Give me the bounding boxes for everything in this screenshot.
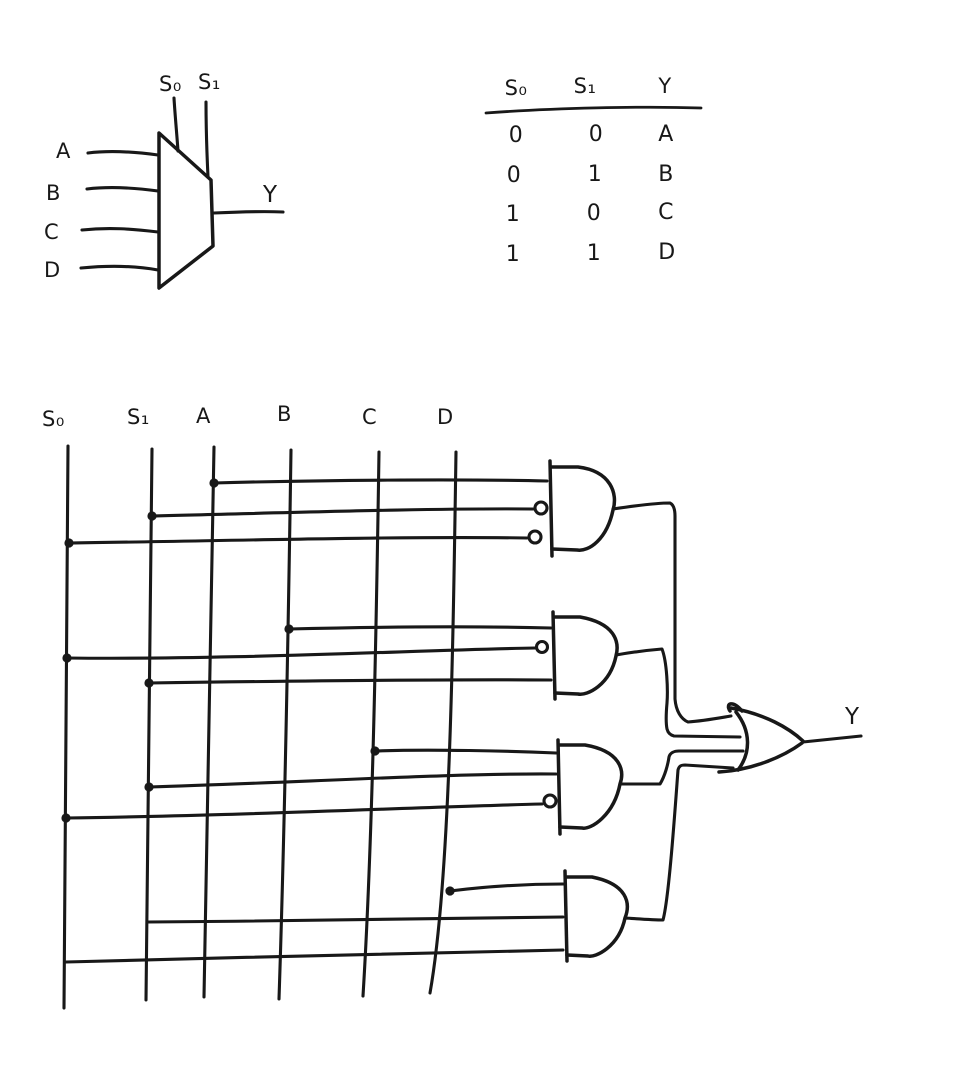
cell-r1-s0: 0 [507,163,522,188]
junction-dot [144,782,154,792]
wire-gate3-input-s0 [64,802,544,820]
gate-schematic: S₀ S₁ A B C D [42,402,863,1010]
wire-gate1-input-s0 [67,535,529,545]
mux-trapezoid [157,131,215,290]
mux-select1-label: S₁ [198,70,221,94]
cell-r3-s0: 1 [506,242,521,267]
column-label-c: C [362,405,377,429]
cell-r3-y: D [658,240,675,265]
column-label-s1: S₁ [127,405,150,429]
column-label-a: A [196,404,211,428]
truth-table: S₀ S₁ Y 0 0 A 0 1 B 1 0 C 1 1 D [484,74,703,267]
or-gate-bottom-edge [717,741,804,774]
inverter-bubble-gate1-s1 [533,500,549,516]
inverter-bubble-gate3-s0 [542,793,558,809]
and-gate-2-body [553,615,619,696]
mux-input-b-line [85,185,160,193]
mux-select0-label: S₀ [159,72,182,96]
bus-line-s1 [144,447,154,1002]
bus-line-d [428,450,458,995]
wire-gate1-to-or [611,501,733,724]
wire-gate1-input-s1 [150,507,535,518]
and-gate-1-body [550,465,617,552]
mux-input-a-line [86,149,160,157]
truth-table-header-s1: S₁ [574,74,597,98]
column-label-b: B [277,402,292,426]
cell-r0-s0: 0 [509,123,524,148]
wire-or-output [801,734,863,744]
mux-symbol: S₀ S₁ A B C D Y [44,70,285,290]
wire-gate3-input-s1 [147,772,558,789]
schematic-output-label: Y [844,704,860,730]
cell-r2-y: C [658,200,674,225]
or-gate-top-edge [729,706,805,743]
truth-table-row: 0 0 A [509,122,674,148]
and-gate-4-body [565,875,630,958]
mux-input-a-label: A [56,139,71,163]
and-gate-3-edge [556,738,562,836]
column-label-s0: S₀ [42,407,65,431]
junction-dot [284,624,294,634]
mux-select1-line [204,100,210,179]
cell-r1-s1: 1 [588,162,603,187]
wire-gate2-to-or [614,647,742,739]
cell-r1-y: B [658,162,674,187]
wire-gate2-input-b [287,625,553,631]
mux-output-label: Y [262,182,278,208]
and-gate-1-edge [548,459,554,558]
wire-gate3-to-or [618,749,745,786]
truth-table-header-s0: S₀ [505,76,528,100]
mux-input-c-label: C [44,220,59,244]
bus-line-c [361,450,381,998]
wire-gate1-input-a [212,478,549,485]
or-gate-back-arc [734,710,750,772]
wire-gate4-input-s1 [146,915,565,924]
inverter-bubble-gate1-s0 [527,529,543,545]
or-gate [717,702,805,774]
cell-r2-s1: 0 [587,201,602,226]
cell-r0-y: A [658,122,674,147]
mux-input-b-label: B [46,181,61,205]
mux-select0-line [172,96,180,153]
wire-gate4-to-or [623,763,735,922]
truth-table-row: 0 1 B [507,162,674,188]
mux-input-d-label: D [44,258,61,282]
bus-line-b [277,448,293,1001]
truth-table-row: 1 1 D [506,240,675,267]
mux-input-c-line [80,226,160,234]
mux-input-d-line [79,264,160,272]
junction-dot [61,813,71,823]
and-gate-4-edge [563,869,569,963]
wire-gate3-input-c [373,748,558,755]
cell-r3-s1: 1 [587,241,602,266]
junction-dot [62,653,72,663]
junction-dot [209,478,219,488]
truth-table-header-y: Y [657,74,671,98]
junction-dot [147,511,157,521]
wire-gate2-input-s1 [147,678,553,685]
wire-gate4-input-d [448,882,565,893]
junction-dot [144,678,154,688]
truth-table-header-rule [484,105,703,115]
cell-r2-s0: 1 [506,202,521,227]
cell-r0-s1: 0 [589,122,604,147]
bus-line-s0 [62,444,70,1010]
junction-dot [64,538,74,548]
truth-table-row: 1 0 C [506,200,674,227]
junction-dot [370,746,380,756]
and-gate-3-body [558,743,624,830]
column-label-d: D [437,405,454,429]
wire-gate4-input-s0 [64,948,565,964]
inverter-bubble-gate2-s0 [534,639,550,655]
and-gate-2-edge [551,610,557,701]
mux-output-line [212,210,285,215]
wire-gate2-input-s0 [65,646,537,660]
bus-line-a [202,445,216,999]
junction-dot [445,886,455,896]
